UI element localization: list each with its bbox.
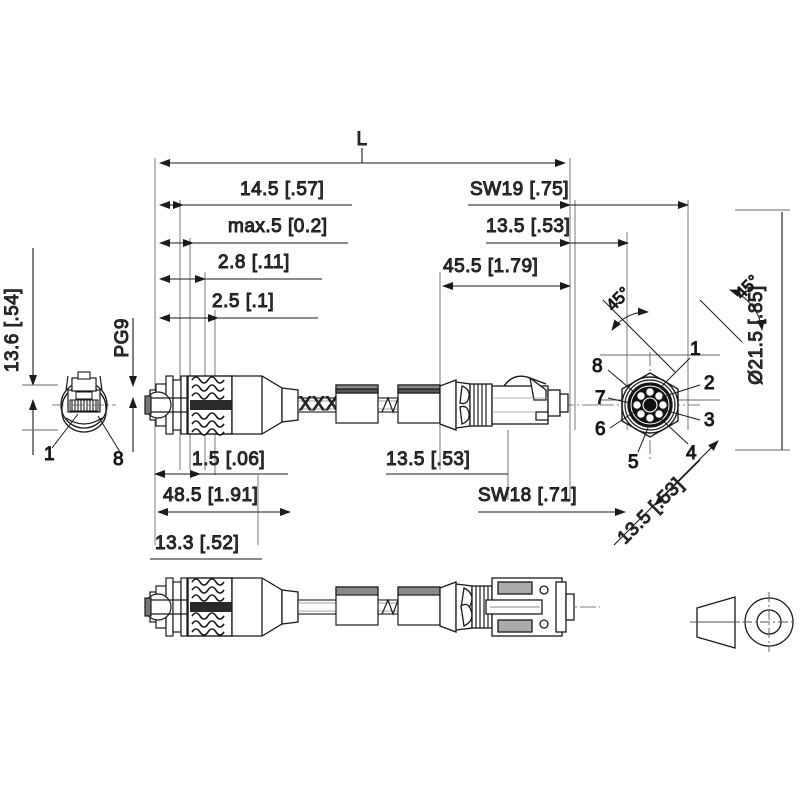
pin-label-7: 7 — [595, 388, 606, 409]
dim-sw19: SW19 [.75] — [468, 179, 689, 209]
pin-label-2: 2 — [704, 373, 715, 394]
dim-45-5: 45.5 [1.79] — [442, 256, 571, 290]
dim-1-5: 1.5 [.06] — [154, 449, 288, 478]
assembly-upper-view: XXX — [144, 375, 600, 436]
bushing-detail — [690, 592, 796, 652]
dim-48-5-label: 48.5 [1.91] — [163, 485, 258, 506]
dim-48-5: 48.5 [1.91] — [157, 485, 291, 516]
dim-14-5: 14.5 [.57] — [159, 179, 352, 209]
dim-13-6-label: 13.6 [.54] — [2, 288, 23, 372]
dim-max5-label: max.5 [0.2] — [228, 216, 328, 237]
circular-connector-endview — [600, 352, 700, 460]
pin-numbers: 1 2 3 4 5 6 7 8 — [592, 339, 716, 474]
dim-dia21-5-label: Ø21.5 [.85] — [746, 285, 767, 385]
dim-13-6: 13.6 [.54] — [2, 248, 58, 455]
dim-45-5-label: 45.5 [1.79] — [443, 256, 538, 277]
pin-label-1: 1 — [690, 339, 701, 360]
left-endview-leaders: 1 8 — [44, 413, 124, 471]
pin-leaders — [607, 357, 701, 453]
assembly-lower-view — [144, 577, 600, 637]
pin-label-6: 6 — [595, 419, 606, 440]
dim-overall-length: L — [159, 129, 566, 167]
pin-label-5: 5 — [628, 452, 639, 473]
dim-13-5-top-label: 13.5 [.53] — [486, 216, 570, 237]
callout-pin-1: 1 — [44, 444, 55, 465]
dim-13-3: 13.3 [.52] — [150, 533, 262, 560]
dim-sw18-label: SW18 [.71] — [478, 485, 577, 506]
dim-2-5-label: 2.5 [.1] — [212, 291, 274, 312]
cable-marking: XXX — [299, 394, 339, 415]
dim-pg9: PG9 — [112, 318, 137, 452]
dim-2-8-label: 2.8 [.11] — [218, 252, 290, 273]
pin-label-3: 3 — [704, 410, 715, 431]
dim-max5: max.5 [0.2] — [159, 216, 348, 247]
angle-dims: 45° 45° — [602, 271, 765, 373]
dim-pg9-label: PG9 — [112, 318, 133, 358]
dim-2-5: 2.5 [.1] — [159, 291, 318, 322]
dim-sw18: SW18 [.71] — [478, 485, 626, 516]
dim-13-5-mid: 13.5 [.53] — [386, 449, 508, 475]
dim-sw19-label: SW19 [.75] — [470, 179, 569, 200]
pin-label-8: 8 — [592, 356, 603, 377]
callout-pin-8: 8 — [113, 449, 124, 470]
dim-1-5-label: 1.5 [.06] — [192, 449, 265, 470]
dim-13-3-label: 13.3 [.52] — [155, 533, 239, 554]
left-endview-rj45 — [52, 371, 116, 433]
dim-L-label: L — [356, 129, 367, 150]
dim-2-8: 2.8 [.11] — [159, 252, 322, 283]
dim-13-5-diag-label: 13.5 [.53] — [614, 474, 688, 548]
angle-45-a-label: 45° — [602, 283, 634, 315]
dim-14-5-label: 14.5 [.57] — [240, 179, 324, 200]
dim-dia21-5: Ø21.5 [.85] — [746, 212, 783, 450]
dim-13-5-top: 13.5 [.53] — [486, 216, 629, 247]
pin-label-4: 4 — [686, 443, 697, 464]
dim-13-5-mid-label: 13.5 [.53] — [386, 449, 470, 470]
